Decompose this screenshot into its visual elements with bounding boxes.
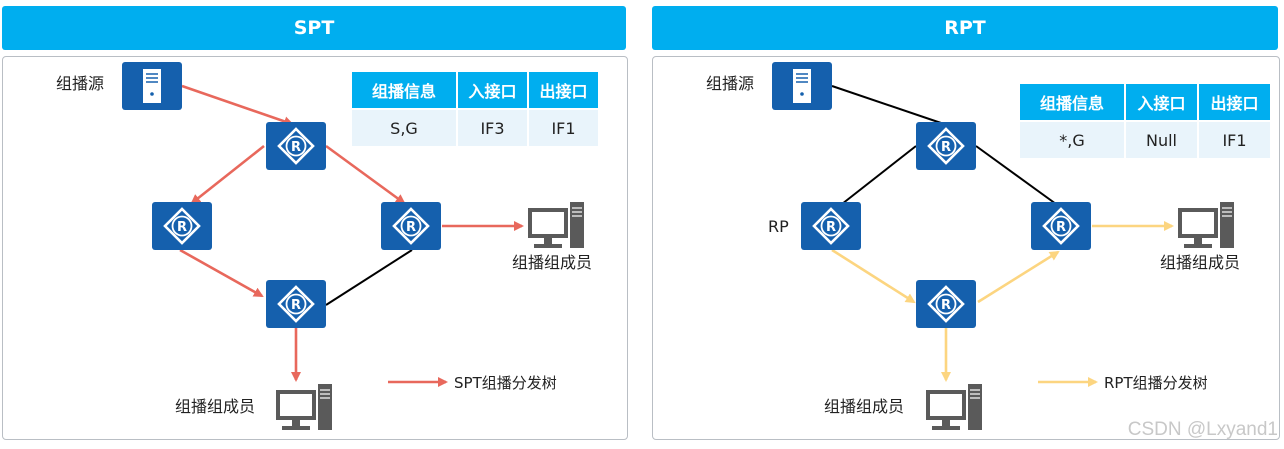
- rpt-member-right-pc-icon: [1177, 201, 1235, 249]
- rpt-route-table-header: 组播信息 入接口 出接口: [1018, 82, 1272, 122]
- rpt-member-bottom-pc-icon: [925, 383, 983, 431]
- spt-route-table-row: S,G IF3 IF1: [350, 108, 600, 148]
- rpt-route-table-row: *,G Null IF1: [1018, 120, 1272, 160]
- spt-title: SPT: [293, 17, 335, 39]
- spt-table-header-in: 入接口: [456, 70, 529, 110]
- rpt-link-top-right: [975, 145, 1057, 205]
- rpt-link-rp-bottom: [831, 248, 916, 304]
- rpt-router-rp-icon: [799, 200, 863, 252]
- spt-legend-label: SPT组播分发树: [454, 374, 557, 392]
- spt-table-cell-group: S,G: [350, 108, 458, 148]
- rpt-table-header-group: 组播信息: [1018, 82, 1126, 122]
- rpt-member-right-label: 组播组成员: [1160, 253, 1240, 272]
- spt-member-right-label: 组播组成员: [512, 253, 592, 272]
- spt-source-label: 组播源: [56, 74, 104, 93]
- spt-table-header-group: 组播信息: [350, 70, 458, 110]
- spt-member-right-pc-icon: [527, 201, 585, 249]
- rpt-source-label: 组播源: [706, 74, 754, 93]
- spt-link-source-top: [181, 84, 294, 127]
- rpt-router-bottom-icon: [914, 278, 978, 330]
- spt-link-top-left: [190, 144, 265, 205]
- rpt-rp-label: RP: [768, 217, 789, 236]
- spt-table-cell-out: IF1: [527, 108, 600, 148]
- rpt-router-right-icon: [1029, 200, 1093, 252]
- spt-member-bottom-pc-icon: [275, 383, 333, 431]
- rpt-table-cell-group: *,G: [1018, 120, 1126, 160]
- rpt-link-source-top: [831, 85, 945, 125]
- rpt-legend-label: RPT组播分发树: [1104, 374, 1208, 392]
- rpt-link-bottom-right: [977, 250, 1060, 304]
- spt-route-table: 组播信息 入接口 出接口 S,G IF3 IF1: [350, 70, 600, 148]
- rpt-links: [831, 85, 1174, 382]
- rpt-route-table: 组播信息 入接口 出接口 *,G Null IF1: [1018, 82, 1272, 160]
- rpt-router-top-icon: [914, 120, 978, 172]
- spt-router-right-icon: [379, 200, 443, 252]
- rpt-link-top-rp: [841, 145, 917, 205]
- spt-panel-header: SPT: [2, 6, 626, 50]
- rpt-source-server-icon: [771, 61, 833, 111]
- rpt-member-bottom-label: 组播组成员: [824, 397, 904, 416]
- rpt-table-header-out: 出接口: [1197, 82, 1272, 122]
- watermark: CSDN @Lxyand1: [1127, 419, 1278, 440]
- spt-member-bottom-label: 组播组成员: [175, 397, 255, 416]
- spt-source-server-icon: [121, 61, 183, 111]
- rpt-table-header-in: 入接口: [1124, 82, 1199, 122]
- spt-router-bottom-icon: [264, 278, 328, 330]
- spt-router-top-icon: [264, 120, 328, 172]
- spt-link-left-bottom: [179, 248, 264, 298]
- rpt-panel-header: RPT: [652, 6, 1278, 50]
- spt-route-table-header: 组播信息 入接口 出接口: [350, 70, 600, 110]
- spt-link-top-right: [325, 144, 406, 205]
- spt-table-cell-in: IF3: [456, 108, 529, 148]
- spt-links: [179, 84, 524, 382]
- spt-link-right-bottom: [325, 249, 413, 306]
- rpt-table-cell-in: Null: [1124, 120, 1199, 160]
- spt-router-left-icon: [150, 200, 214, 252]
- spt-table-header-out: 出接口: [527, 70, 600, 110]
- rpt-table-cell-out: IF1: [1197, 120, 1272, 160]
- rpt-title: RPT: [944, 17, 986, 39]
